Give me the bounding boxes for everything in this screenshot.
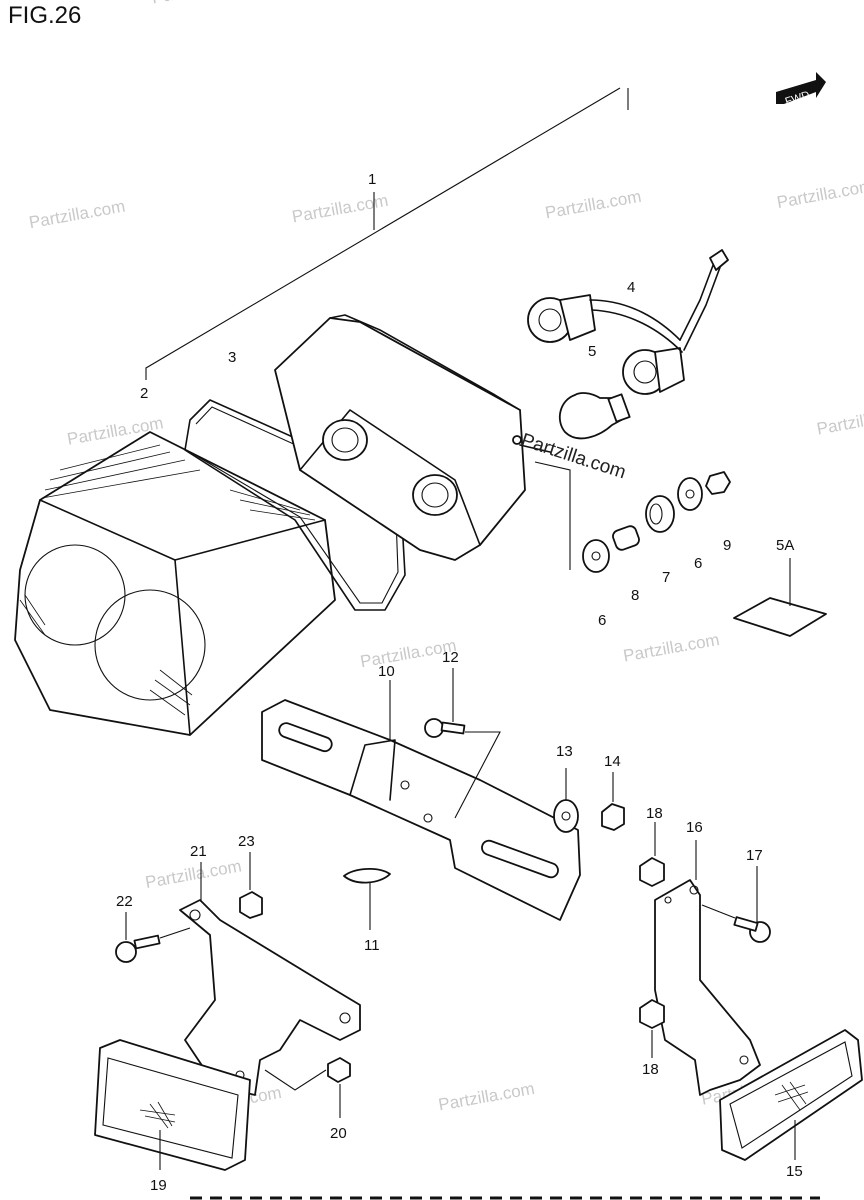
reflector-screw-17 bbox=[701, 866, 771, 943]
callout-11: 11 bbox=[364, 937, 380, 954]
watermark-text: Partzilla.com bbox=[544, 187, 643, 223]
callout-6-left: 6 bbox=[598, 612, 606, 629]
callout-18-upper: 18 bbox=[646, 805, 663, 822]
callout-8: 8 bbox=[631, 587, 639, 604]
tail-lamp-lens bbox=[14, 431, 336, 736]
watermark-text: Partzilla.com bbox=[775, 176, 864, 212]
callout-2: 2 bbox=[140, 385, 148, 402]
washer-13 bbox=[553, 768, 579, 833]
callout-3: 3 bbox=[228, 349, 236, 366]
license-bracket bbox=[261, 680, 581, 921]
bracket-screw bbox=[424, 668, 501, 819]
fwd-direction-tag: FWD bbox=[776, 72, 826, 108]
callout-12: 12 bbox=[442, 649, 459, 666]
callout-18-lower: 18 bbox=[642, 1061, 659, 1078]
nut-14 bbox=[601, 772, 625, 831]
callout-15: 15 bbox=[786, 1163, 803, 1180]
callout-10: 10 bbox=[378, 663, 395, 680]
callout-1: 1 bbox=[368, 171, 376, 188]
assembly-bracket-1 bbox=[145, 87, 629, 380]
callout-17: 17 bbox=[746, 847, 763, 864]
callout-4: 4 bbox=[627, 279, 635, 296]
reflector-screw-22 bbox=[115, 912, 191, 963]
callout-6-right: 6 bbox=[694, 555, 702, 572]
callout-23: 23 bbox=[238, 833, 255, 850]
watermark-text: Partzilla.com bbox=[290, 191, 389, 227]
figure-title: FIG.26 bbox=[8, 2, 82, 29]
watermark-row-1: Partzilla.com Partzilla.com Partzilla.co… bbox=[27, 176, 864, 233]
callout-5a: 5A bbox=[776, 537, 794, 554]
caution-label bbox=[733, 558, 827, 637]
callout-labels: 1 2 3 4 5 5A 6 6 7 8 9 10 11 12 13 14 15… bbox=[116, 171, 803, 1194]
nut-18-upper bbox=[639, 822, 665, 887]
nut-18-lower bbox=[639, 999, 665, 1058]
nut-20 bbox=[264, 1057, 351, 1118]
callout-5: 5 bbox=[588, 343, 596, 360]
lamp-gasket bbox=[184, 399, 406, 611]
callout-20: 20 bbox=[330, 1125, 347, 1142]
clip-11 bbox=[343, 868, 391, 930]
fastener-stack bbox=[534, 461, 731, 573]
lamp-housing bbox=[274, 314, 551, 561]
watermark-text: Partzilla.com bbox=[144, 856, 243, 892]
right-reflector-bracket bbox=[654, 840, 761, 1096]
callout-19: 19 bbox=[150, 1177, 167, 1194]
watermark-text: Partzilla.com bbox=[150, 0, 249, 7]
callout-14: 14 bbox=[604, 753, 621, 770]
right-reflector bbox=[719, 1029, 863, 1161]
bulb-socket-harness bbox=[527, 249, 729, 395]
callout-13: 13 bbox=[556, 743, 573, 760]
left-reflector-bracket bbox=[179, 862, 361, 1096]
watermark-text: Partzilla.com bbox=[437, 1079, 536, 1115]
callout-7: 7 bbox=[662, 569, 670, 586]
bulb bbox=[558, 392, 631, 440]
callout-21: 21 bbox=[190, 843, 207, 860]
watermark-text: Partzilla.com bbox=[622, 630, 721, 666]
callout-9: 9 bbox=[723, 537, 731, 554]
left-reflector bbox=[94, 1039, 251, 1171]
watermark-text: Partzilla.com bbox=[27, 197, 126, 233]
callout-16: 16 bbox=[686, 819, 703, 836]
watermark-text: Partzilla.com bbox=[815, 403, 864, 439]
callout-22: 22 bbox=[116, 893, 133, 910]
nut-23 bbox=[239, 852, 263, 919]
